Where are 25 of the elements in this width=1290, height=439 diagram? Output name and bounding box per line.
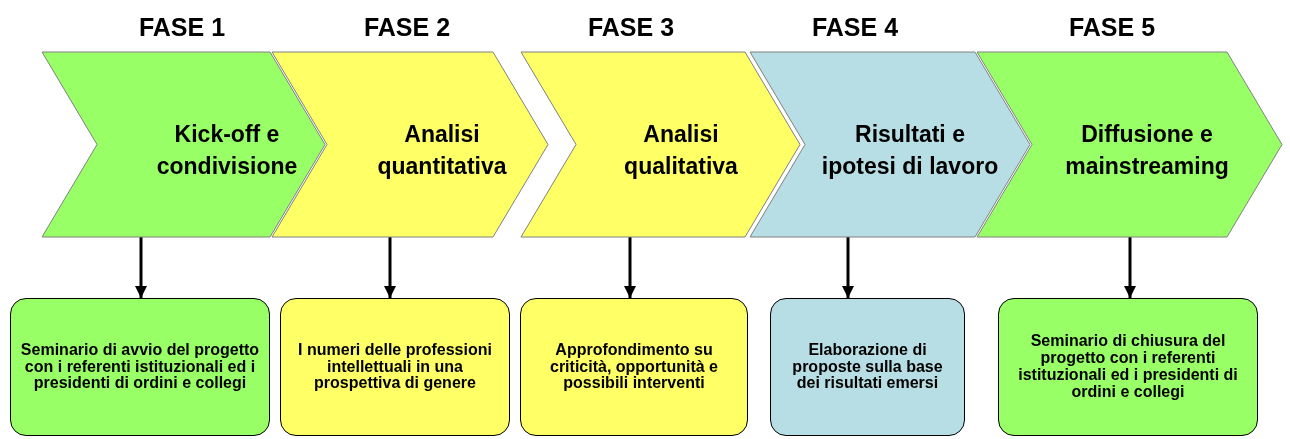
phase-heading: FASE 3 [587,13,675,42]
arrow [624,237,636,298]
phase-title: Diffusione e mainstreaming [1064,119,1230,181]
description-text: I numeri delle professioni intellettuali in una prospettiva di genere [297,341,493,393]
arrow [135,237,147,298]
phase-title: Analisi qualitativa [623,119,739,181]
phase-title: Analisi quantitativa [376,119,508,181]
phase-title: Risultati e ipotesi di lavoro [820,119,1000,181]
arrow [1124,237,1136,298]
description-text: Seminario di avvio del progetto con i referenti istituzionali ed i presidenti di ordini e collegi [19,341,261,393]
phase-heading: FASE 5 [1068,13,1156,42]
description-text: Approfondimento su criticità, opportunità e possibili interventi [549,341,719,393]
description-box [998,298,1258,436]
description-text: Elaborazione di proposte sulla base dei risultati emersi [791,341,944,393]
description-box [10,298,270,436]
arrow [842,237,854,298]
phase-heading: FASE 1 [138,13,226,42]
description-box [520,298,748,436]
arrow [384,237,396,298]
phase-heading: FASE 2 [363,13,451,42]
description-box [770,298,965,436]
phase-heading: FASE 4 [811,13,899,42]
description-box [280,298,510,436]
phase-title: Kick-off e condivisione [155,119,299,181]
description-text: Seminario di chiusura del progetto con i referenti istituzionali ed i presidenti di ordini e collegi [1017,333,1239,401]
